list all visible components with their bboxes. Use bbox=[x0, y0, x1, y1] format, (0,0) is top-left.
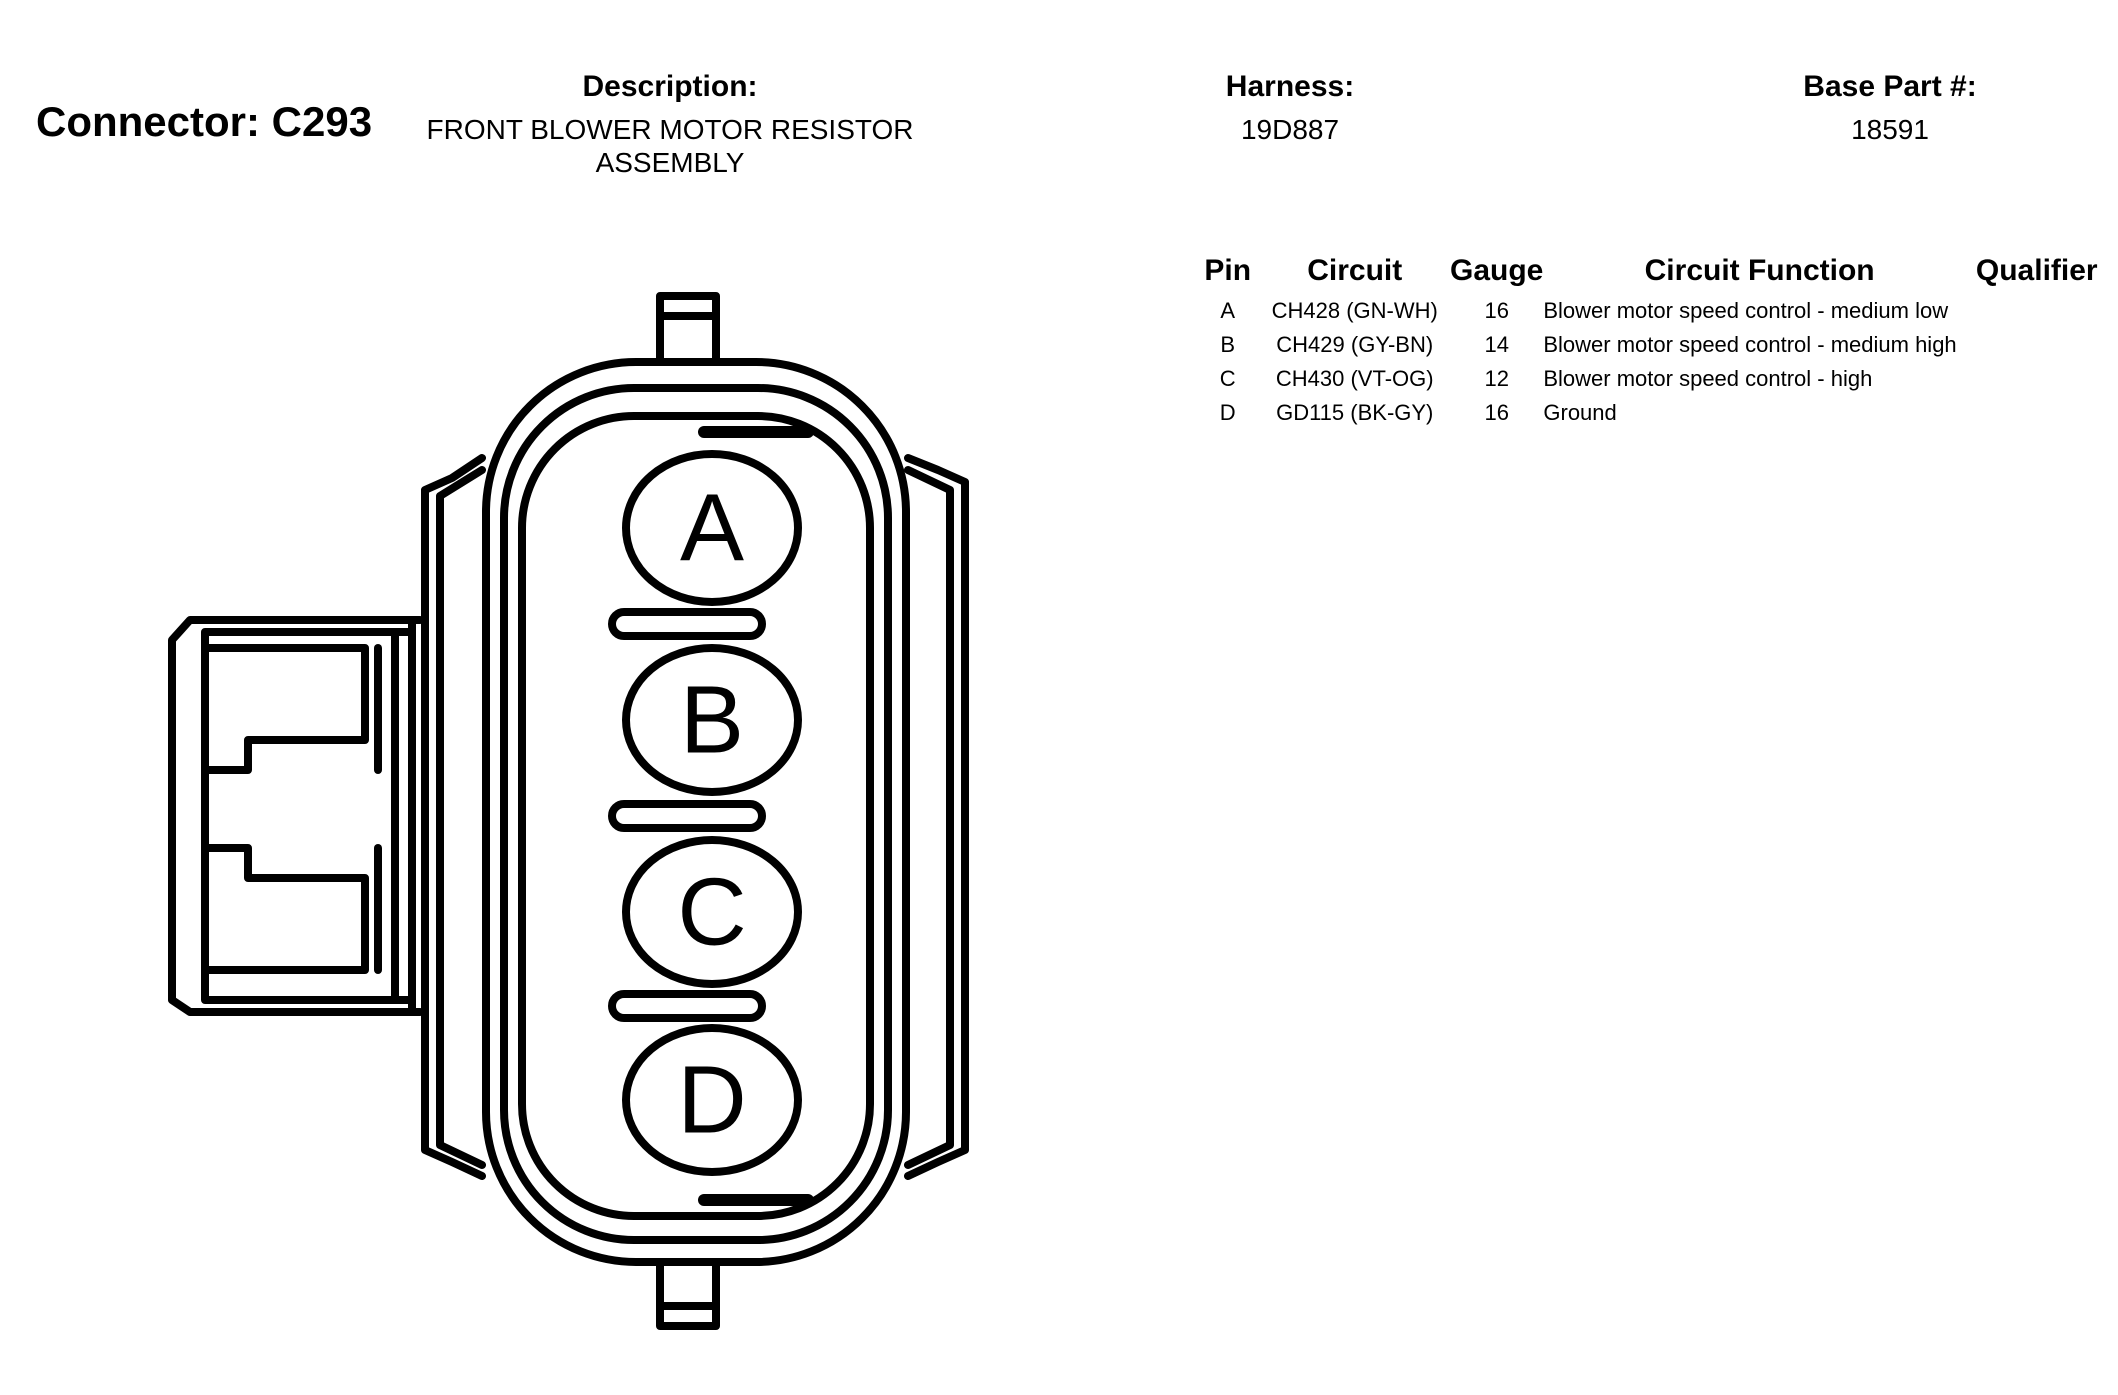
header-pin: Pin bbox=[1204, 254, 1252, 287]
description-value: FRONT BLOWER MOTOR RESISTOR ASSEMBLY bbox=[400, 113, 940, 179]
pin-cavity-a: A bbox=[622, 450, 802, 606]
row-function: Blower motor speed control - medium low bbox=[1543, 298, 1949, 323]
pin-label-b: B bbox=[680, 667, 744, 774]
row-circuit: CH430 (VT-OG) bbox=[1275, 366, 1434, 391]
connector-title: Connector: C293 bbox=[36, 98, 373, 145]
connector-housing-middle bbox=[500, 384, 892, 1244]
description-label: Description: bbox=[582, 70, 758, 103]
header-qualifier: Qualifier bbox=[1975, 254, 2098, 287]
pin-cavity-b: B bbox=[622, 644, 802, 796]
header-circuit: Circuit bbox=[1307, 254, 1403, 287]
pin-cavity-d: D bbox=[622, 1024, 802, 1176]
header-gauge: Gauge bbox=[1450, 254, 1544, 287]
row-gauge: 14 bbox=[1484, 332, 1509, 357]
harness-value: 19D887 bbox=[1240, 114, 1340, 145]
connector-housing-outer bbox=[482, 358, 910, 1266]
row-circuit: GD115 (BK-GY) bbox=[1276, 400, 1434, 425]
row-qualifier bbox=[1976, 294, 2118, 328]
connector-housing-inner bbox=[518, 412, 874, 1220]
row-function: Ground bbox=[1543, 400, 1617, 425]
row-gauge: 16 bbox=[1484, 400, 1509, 425]
row-pin: C bbox=[1219, 366, 1236, 391]
cavity-separator bbox=[608, 608, 766, 640]
base-part-label: Base Part #: bbox=[1803, 70, 1977, 103]
top-key-tab bbox=[656, 292, 720, 372]
pin-label-c: C bbox=[677, 859, 746, 966]
side-latch-bracket bbox=[168, 616, 424, 1016]
base-part-value: 18591 bbox=[1851, 114, 1929, 145]
row-gauge: 12 bbox=[1484, 366, 1509, 391]
row-circuit: CH429 (GY-BN) bbox=[1276, 332, 1434, 357]
pin-table: Pin Circuit Gauge Circuit Function Quali… bbox=[1196, 248, 2118, 430]
table-row: D GD115 (BK-GY) 16 Ground bbox=[1196, 396, 2118, 430]
row-qualifier bbox=[1976, 362, 2118, 396]
bottom-key-tab bbox=[656, 1254, 720, 1330]
pin-label-d: D bbox=[677, 1047, 746, 1154]
row-pin: D bbox=[1219, 400, 1236, 425]
row-function: Blower motor speed control - medium high bbox=[1543, 332, 1957, 357]
cavity-separator bbox=[608, 990, 766, 1022]
row-pin: B bbox=[1220, 332, 1236, 357]
pin-cavity-c: C bbox=[622, 836, 802, 988]
row-qualifier bbox=[1976, 328, 2118, 362]
cavity-separator bbox=[608, 800, 766, 832]
connector-face-diagram: A B C D bbox=[168, 292, 969, 1330]
row-gauge: 16 bbox=[1484, 298, 1509, 323]
left-side-rib-inner bbox=[436, 466, 486, 1169]
left-side-rib bbox=[421, 454, 486, 1180]
table-row: A CH428 (GN-WH) 16 Blower motor speed co… bbox=[1196, 294, 2118, 328]
row-circuit: CH428 (GN-WH) bbox=[1271, 298, 1438, 323]
description-line-1: FRONT BLOWER MOTOR RESISTOR bbox=[426, 114, 914, 145]
row-pin: A bbox=[1220, 298, 1236, 323]
header-circuit-function: Circuit Function bbox=[1644, 254, 1875, 287]
harness-label: Harness: bbox=[1225, 70, 1355, 103]
right-side-rib-inner bbox=[904, 466, 954, 1169]
right-side-rib bbox=[904, 454, 969, 1180]
row-qualifier bbox=[1976, 396, 2118, 430]
row-function: Blower motor speed control - high bbox=[1543, 366, 1873, 391]
pin-label-a: A bbox=[680, 475, 744, 582]
description-line-2: ASSEMBLY bbox=[595, 147, 745, 178]
table-row: C CH430 (VT-OG) 12 Blower motor speed co… bbox=[1196, 362, 2118, 396]
table-row: B CH429 (GY-BN) 14 Blower motor speed co… bbox=[1196, 328, 2118, 362]
pin-table-header-row: Pin Circuit Gauge Circuit Function Quali… bbox=[1196, 248, 2118, 294]
